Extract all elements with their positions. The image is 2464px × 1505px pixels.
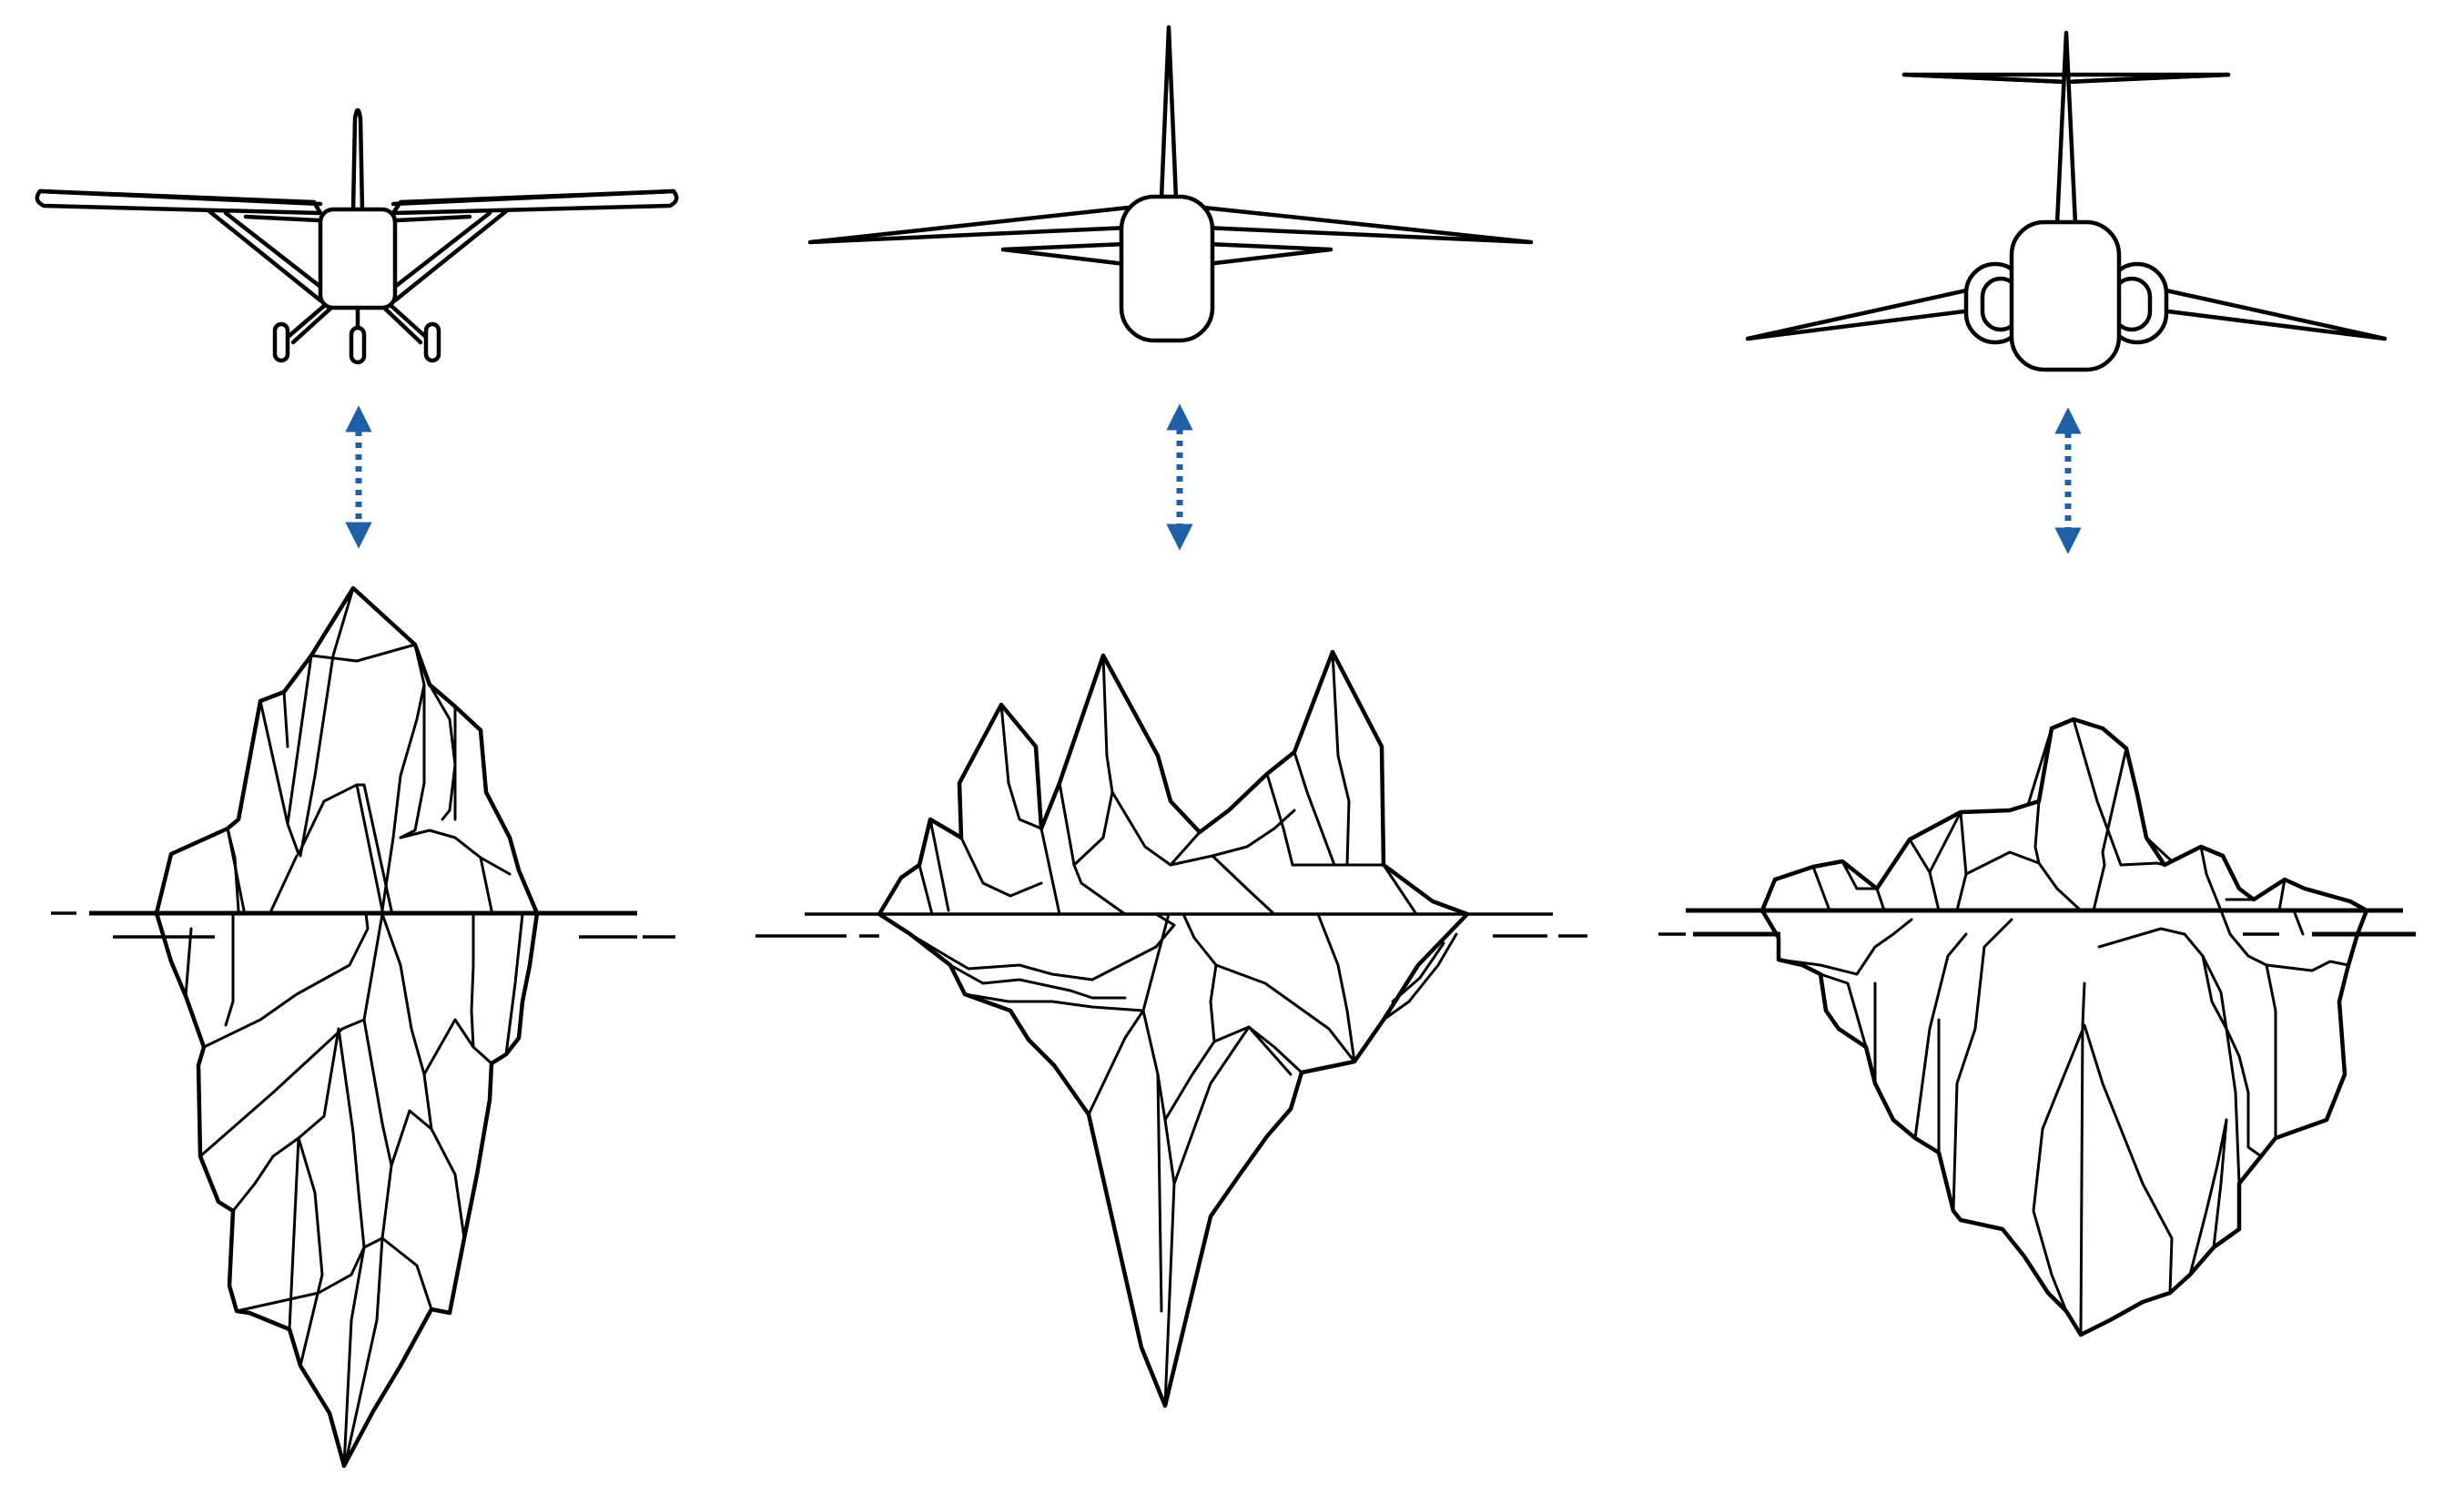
panel-2 bbox=[755, 25, 1587, 1408]
iceberg-3-icon bbox=[1658, 717, 2416, 1337]
panel-3 bbox=[1658, 30, 2416, 1337]
t-tail-jet-icon bbox=[1745, 30, 2388, 372]
iceberg-2-icon bbox=[755, 649, 1587, 1408]
iceberg-1-icon bbox=[51, 585, 675, 1469]
jet-airplane-icon bbox=[807, 25, 1534, 343]
high-wing-airplane-icon bbox=[35, 107, 679, 365]
panel-1 bbox=[35, 107, 679, 1469]
